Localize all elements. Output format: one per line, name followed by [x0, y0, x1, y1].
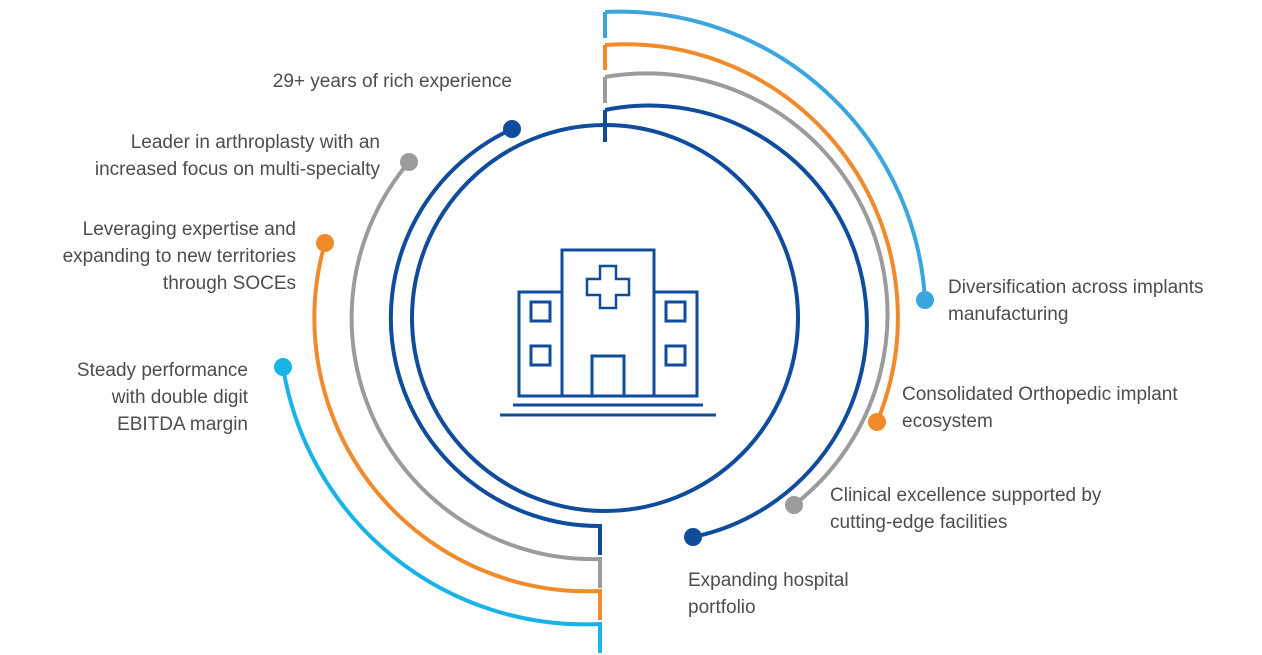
dot-experience — [503, 120, 521, 138]
arc-right-gray — [604, 71, 890, 507]
label-diversification: Diversification across implants manufact… — [948, 277, 1204, 325]
hospital-icon — [500, 248, 716, 417]
dot-diversification — [916, 291, 934, 309]
arc-right-orange — [604, 42, 900, 423]
dot-consolidated — [868, 413, 886, 431]
label-consolidated: Consolidated Orthopedic implant ecosyste… — [902, 384, 1178, 432]
arc-left-orange — [312, 242, 601, 594]
arc-right-dark-blue — [604, 103, 869, 539]
dot-steady — [274, 358, 292, 376]
label-experience: 29+ years of rich experience — [272, 71, 512, 92]
label-expanding: Expanding hospital portfolio — [688, 570, 849, 618]
dot-leveraging — [316, 234, 334, 252]
arc-left-cyan — [281, 366, 601, 627]
dot-clinical — [785, 496, 803, 514]
dot-expanding — [684, 528, 702, 546]
label-leveraging: Leveraging expertise and expanding to ne… — [62, 219, 296, 294]
arc-left-dark-blue — [388, 127, 601, 529]
label-leader: Leader in arthroplasty with an increased… — [94, 132, 380, 180]
arc-right-light-blue — [604, 9, 927, 301]
arc-left-gray — [349, 160, 601, 562]
label-steady: Steady performance with double digit EBI… — [76, 360, 248, 435]
label-clinical: Clinical excellence supported by cutting… — [830, 485, 1102, 533]
dot-leader — [400, 153, 418, 171]
inner-circle — [410, 123, 800, 513]
